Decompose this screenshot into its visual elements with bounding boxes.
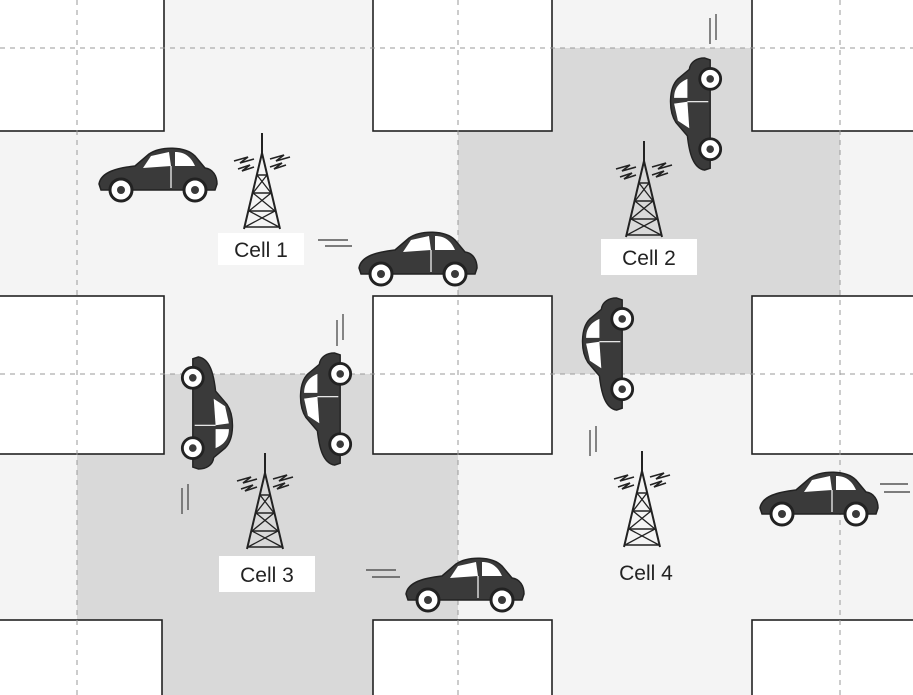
cell-label-1: Cell 1 bbox=[218, 233, 304, 265]
city-block bbox=[752, 620, 913, 695]
cell-label-3: Cell 3 bbox=[219, 556, 315, 592]
cell-label-text: Cell 4 bbox=[619, 562, 673, 585]
city-block bbox=[0, 0, 164, 131]
city-block bbox=[0, 296, 164, 454]
city-block bbox=[373, 296, 552, 454]
city-block bbox=[373, 620, 552, 695]
city-block bbox=[0, 620, 162, 695]
cell-label-2: Cell 2 bbox=[601, 239, 697, 275]
cell-label-text: Cell 3 bbox=[240, 564, 294, 587]
cell-label-text: Cell 2 bbox=[622, 247, 676, 270]
cell-label-text: Cell 1 bbox=[234, 239, 288, 262]
city-block bbox=[373, 0, 552, 131]
city-block bbox=[752, 0, 913, 131]
cell-label-4: Cell 4 bbox=[604, 556, 688, 588]
city-block bbox=[752, 296, 913, 454]
